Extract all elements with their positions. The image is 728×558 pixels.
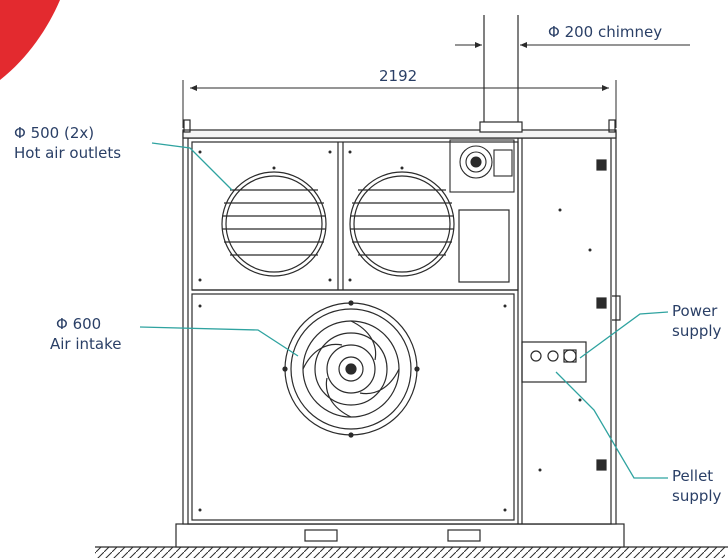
heater-frame <box>182 119 621 525</box>
corner-accent-shape <box>0 0 60 80</box>
burner-fan <box>449 139 515 193</box>
width-dimension-label: 2192 <box>379 67 418 85</box>
ground-hatch <box>95 546 728 558</box>
width-dimension-line <box>182 80 617 128</box>
base-skid <box>175 523 625 548</box>
air-intake-fan <box>282 300 420 438</box>
pellet-supply-label-line2: supply <box>672 487 722 505</box>
hot-air-outlets-size-label: Φ 500 (2x) <box>14 124 95 142</box>
pellet-supply-label-line1: Pellet <box>672 467 714 485</box>
air-intake-label: Air intake <box>50 335 122 353</box>
power-supply-label-line2: supply <box>672 322 722 340</box>
power-supply-label-line1: Power <box>672 302 718 320</box>
chimney-label: Φ 200 chimney <box>548 23 663 41</box>
hot-air-outlets-label: Hot air outlets <box>14 144 122 162</box>
screw-dots <box>198 150 592 512</box>
air-intake-size-label: Φ 600 <box>56 315 102 333</box>
hot-air-outlet-right <box>349 171 455 277</box>
leader-lines <box>139 142 669 479</box>
hot-air-outlet-left <box>221 171 327 277</box>
connection-plate <box>521 341 587 383</box>
chimney <box>479 15 523 133</box>
